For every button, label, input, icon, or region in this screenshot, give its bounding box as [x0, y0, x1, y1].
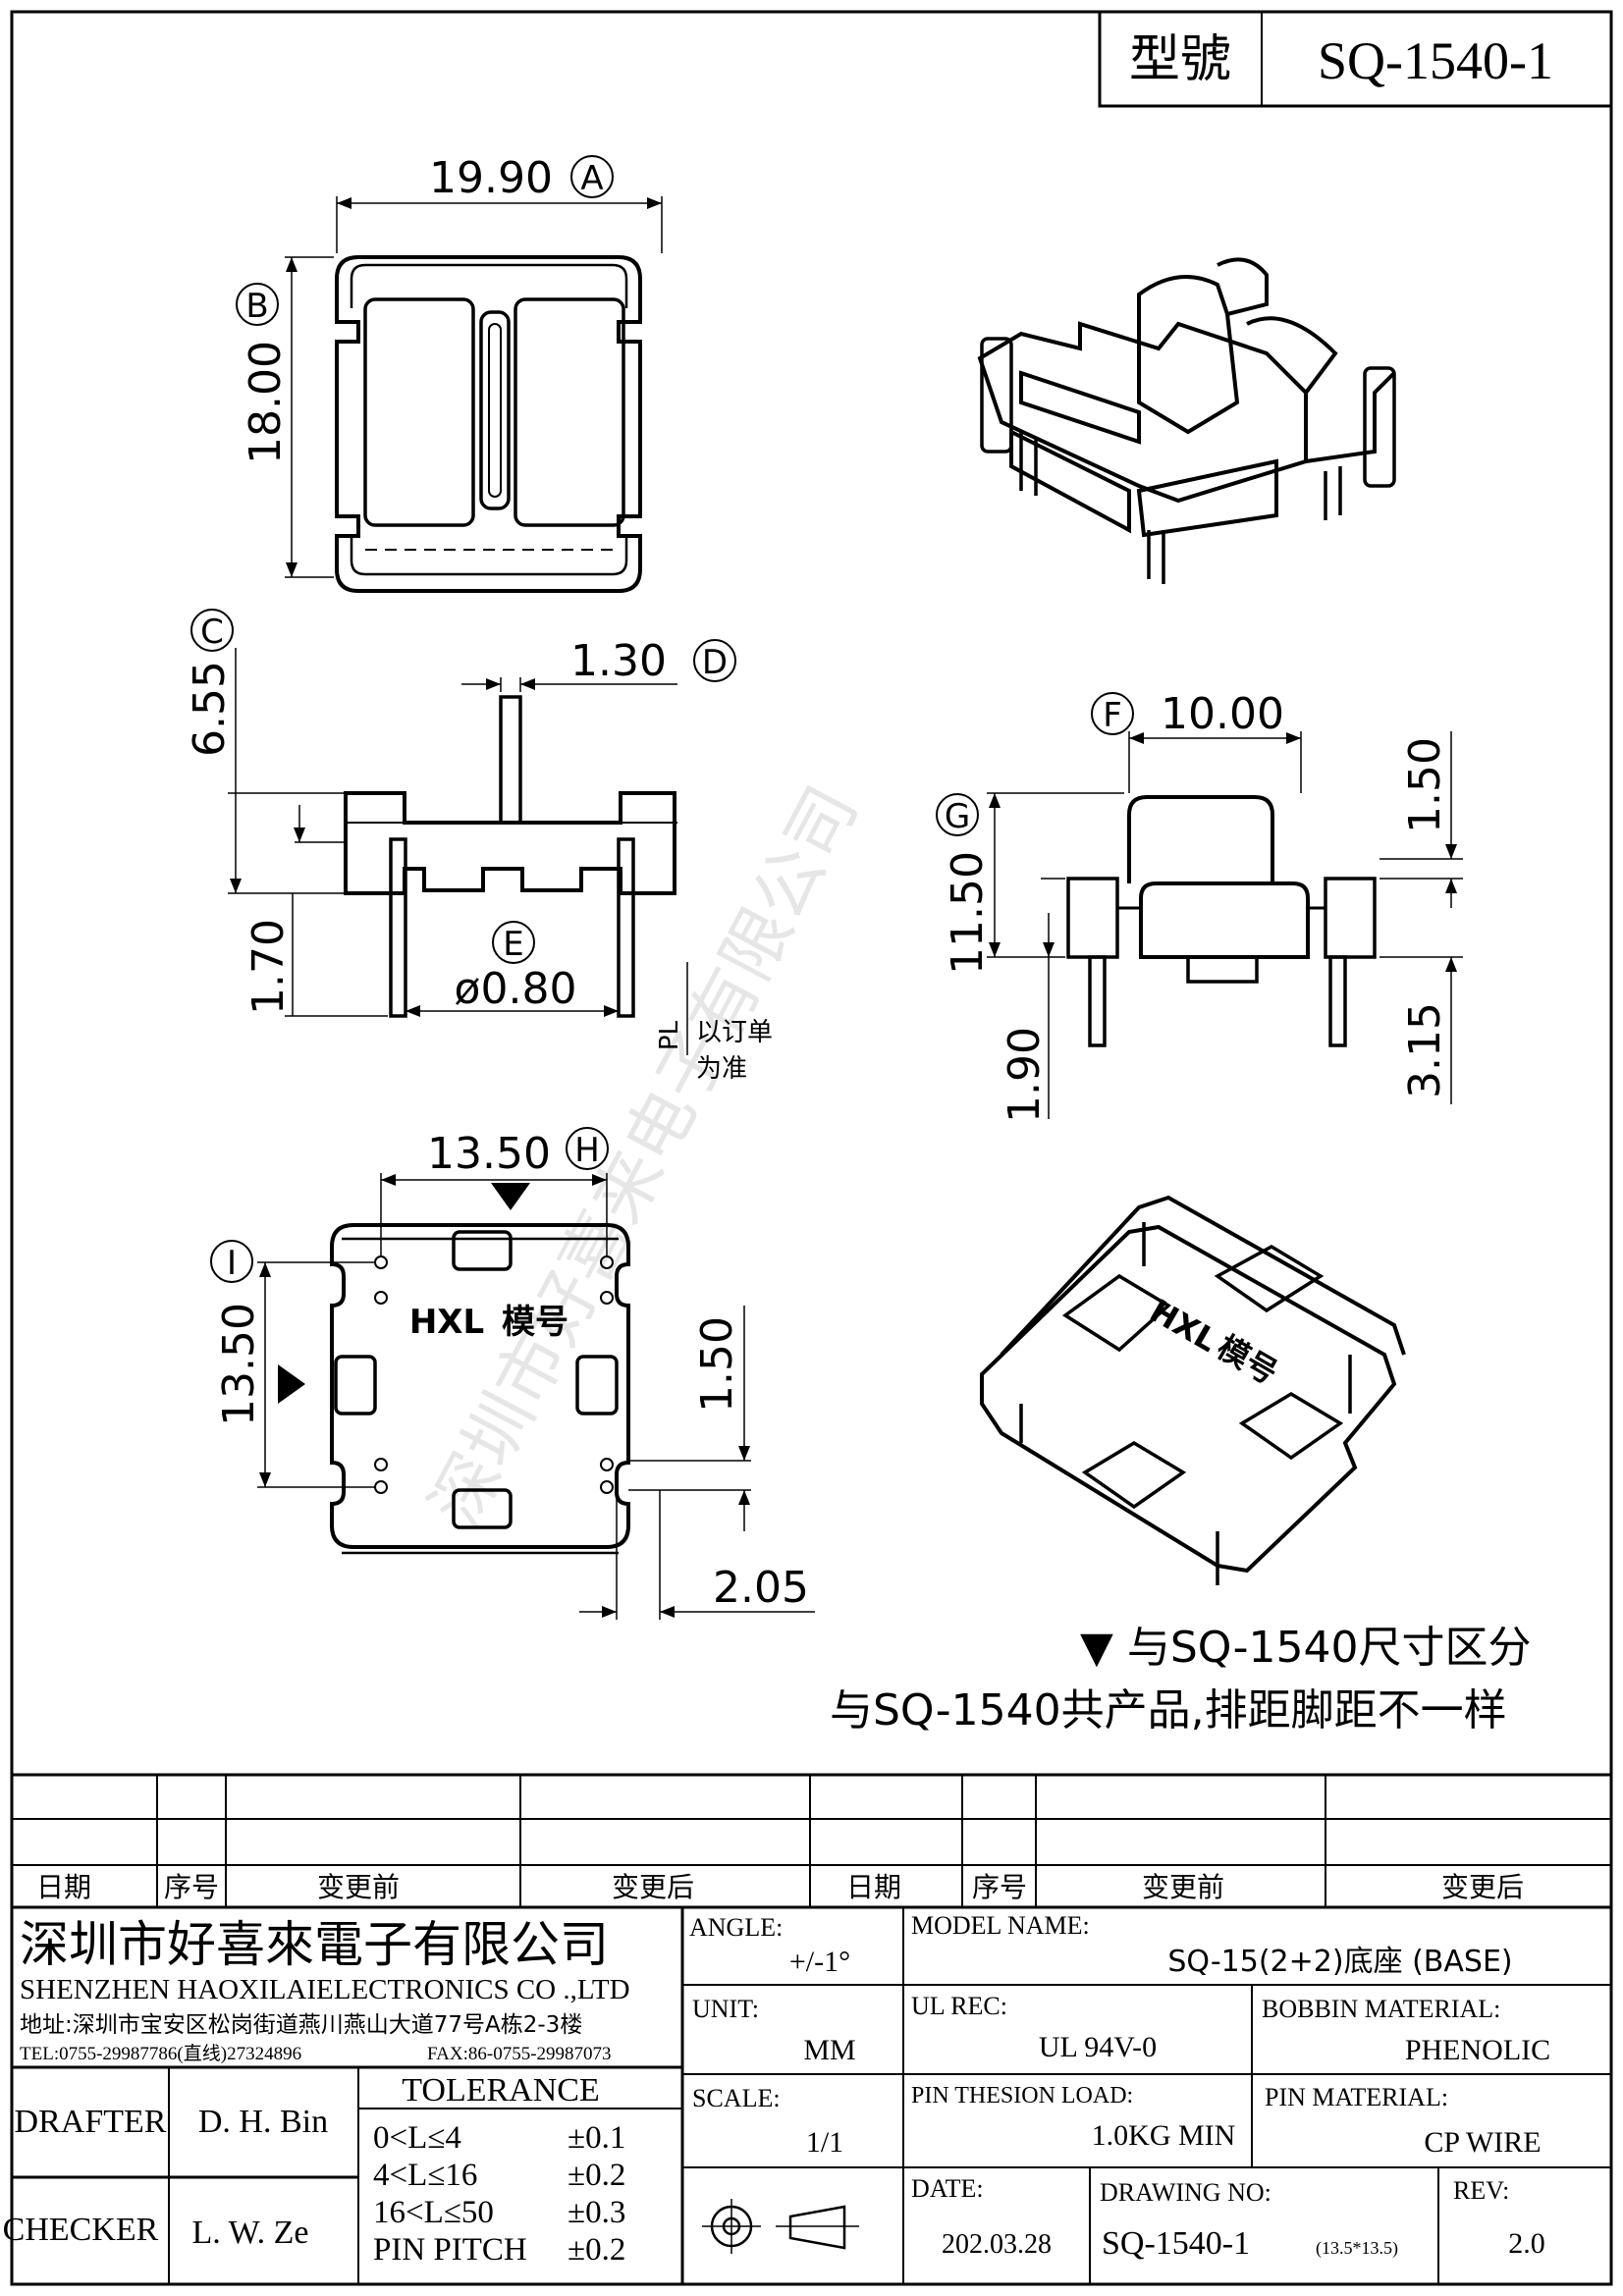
tolerance-value-2: ±0.2 [568, 2158, 625, 2193]
dim-d-value: 1.30 [570, 636, 667, 686]
checker-label: CHECKER [3, 2212, 159, 2248]
drafter-label: DRAFTER [15, 2104, 167, 2140]
dim-bottom-1-50: 1.50 [692, 1316, 742, 1413]
ul-value: UL 94V-0 [1039, 2031, 1157, 2063]
dim-e-tag: E [503, 925, 523, 964]
drafter-name: D. H. Bin [198, 2104, 328, 2140]
tolerance-value-4: ±0.2 [568, 2232, 625, 2268]
rev-value: 2.0 [1508, 2227, 1545, 2260]
dim-h-value: 13.50 [427, 1129, 551, 1179]
model-name-value: SQ-15(2+2)底座 (BASE) [1167, 1945, 1512, 1979]
pin-material-value: CP WIRE [1424, 2126, 1541, 2159]
iso-view-bottom: HXL 模号 [980, 1195, 1406, 1585]
scale-label: SCALE: [692, 2084, 781, 2112]
rev-header-date-2: 日期 [846, 1871, 901, 1903]
rev-header-date-1: 日期 [36, 1871, 91, 1903]
rev-header-no-2: 序号 [972, 1871, 1027, 1903]
title-block: 深圳市好喜來電子有限公司 SHENZHEN HAOXILAIELECTRONIC… [3, 1907, 1611, 2284]
company-address: 地址:深圳市宝安区松岗街道燕川燕山大道77号A栋2-3楼 [20, 2012, 582, 2038]
pl-note-1: 以订单 [696, 1018, 773, 1047]
model-header: 型號 SQ-1540-1 [1098, 10, 1613, 108]
rev-header-before-2: 变更前 [1142, 1871, 1224, 1903]
dim-e-value: ø0.80 [455, 964, 577, 1014]
dim-g-value: 11.50 [943, 851, 993, 975]
triangle-marker-i [278, 1364, 305, 1404]
dim-g-tag: G [945, 797, 970, 836]
dim-a-tag: A [580, 159, 603, 198]
bottom-logo-text: HXL [409, 1303, 484, 1342]
pin-load-value: 1.0KG MIN [1092, 2119, 1236, 2152]
side-view: 6.55 C 1.70 1.30 D E ø0.80 PL 以订单 为准 [185, 609, 773, 1084]
pl-note-2: 为准 [696, 1054, 747, 1084]
front-view: 10.00 F 11.50 G 1.90 1.50 3.15 [936, 689, 1463, 1123]
dim-f-value: 10.00 [1161, 689, 1284, 739]
rev-header-no-1: 序号 [164, 1871, 219, 1903]
dim-b-tag: B [245, 287, 268, 326]
dim-b-value: 18.00 [241, 341, 291, 464]
angle-label: ANGLE: [689, 1913, 783, 1942]
company-tel: TEL:0755-29987786(直线)27324896 [20, 2043, 301, 2064]
note-line-2: 与SQ-1540共产品,排距脚距不一样 [830, 1685, 1507, 1735]
pin-load-label: PIN THESION LOAD: [911, 2083, 1133, 2109]
angle-value: +/-1° [789, 1946, 850, 1978]
tolerance-range-1: 0<L≤4 [373, 2120, 461, 2156]
model-value: SQ-1540-1 [1318, 31, 1553, 90]
bobbin-value: PHENOLIC [1405, 2034, 1550, 2066]
drawing-no-value: SQ-1540-1 [1102, 2225, 1250, 2262]
company-name-cn: 深圳市好喜來電子有限公司 [20, 1916, 609, 1973]
tolerance-range-4: PIN PITCH [373, 2232, 527, 2268]
projection-symbol [702, 2199, 859, 2254]
tolerance-label: TOLERANCE [402, 2072, 599, 2109]
dim-front-3-15: 3.15 [1400, 1002, 1450, 1098]
model-label: 型號 [1129, 30, 1231, 89]
pl-label: PL [655, 1020, 684, 1050]
scale-value: 1/1 [806, 2126, 843, 2159]
ul-label: UL REC: [911, 1992, 1007, 2020]
dim-i-tag: I [227, 1244, 237, 1283]
bottom-view: HXL 模号 13.50 H 13.50 I 1.50 2.05 [210, 1127, 815, 1620]
dim-i-value: 13.50 [214, 1303, 264, 1426]
iso-mold-text: 模号 [1211, 1328, 1283, 1392]
dim-c-tag: C [200, 613, 224, 652]
unit-label: UNIT: [692, 1995, 759, 2023]
note-line-1: ▼ 与SQ-1540尺寸区分 [1080, 1623, 1531, 1673]
unit-value: MM [803, 2034, 855, 2066]
drawing-no-label: DRAWING NO: [1100, 2178, 1271, 2207]
checker-name: L. W. Ze [192, 2215, 309, 2251]
model-name-label: MODEL NAME: [911, 1911, 1090, 1940]
company-name-en: SHENZHEN HAOXILAIELECTRONICS CO .,LTD [20, 1974, 630, 2005]
triangle-marker-h [491, 1183, 530, 1210]
dim-front-1-90: 1.90 [1000, 1027, 1050, 1123]
pin-material-label: PIN MATERIAL: [1265, 2083, 1448, 2111]
dim-front-1-50: 1.50 [1400, 737, 1450, 833]
dim-side-6-55: 6.55 [185, 661, 235, 757]
iso-view-top [977, 257, 1396, 584]
iso-logo-text: HXL [1144, 1292, 1223, 1360]
date-value: 202.03.28 [942, 2229, 1052, 2260]
rev-label: REV: [1453, 2176, 1509, 2205]
dim-bottom-2-05: 2.05 [713, 1563, 809, 1613]
dim-d-tag: D [702, 643, 728, 682]
revision-table: 日期 序号 变更前 变更后 日期 序号 变更前 变更后 [12, 1773, 1611, 1909]
dim-a-value: 19.90 [429, 153, 553, 203]
rev-header-after-1: 变更后 [612, 1871, 694, 1903]
rev-header-before-1: 变更前 [317, 1871, 400, 1903]
company-fax: FAX:86-0755-29987073 [427, 2044, 612, 2064]
bobbin-label: BOBBIN MATERIAL: [1262, 1995, 1500, 2023]
dim-h-tag: H [574, 1131, 600, 1170]
bottom-mold-text: 模号 [502, 1303, 568, 1342]
top-view: 19.90 A 18.00 B [236, 153, 663, 593]
tolerance-range-3: 16<L≤50 [373, 2195, 494, 2230]
sheet-border [10, 10, 1613, 2286]
tolerance-value-1: ±0.1 [568, 2120, 625, 2156]
tolerance-value-3: ±0.3 [568, 2195, 625, 2230]
dim-side-1-70: 1.70 [243, 919, 294, 1015]
dim-f-tag: F [1103, 696, 1122, 735]
drawing-no-size: (13.5*13.5) [1316, 2238, 1398, 2259]
date-label: DATE: [911, 2174, 984, 2203]
rev-header-after-2: 变更后 [1441, 1871, 1524, 1903]
tolerance-range-2: 4<L≤16 [373, 2158, 477, 2193]
